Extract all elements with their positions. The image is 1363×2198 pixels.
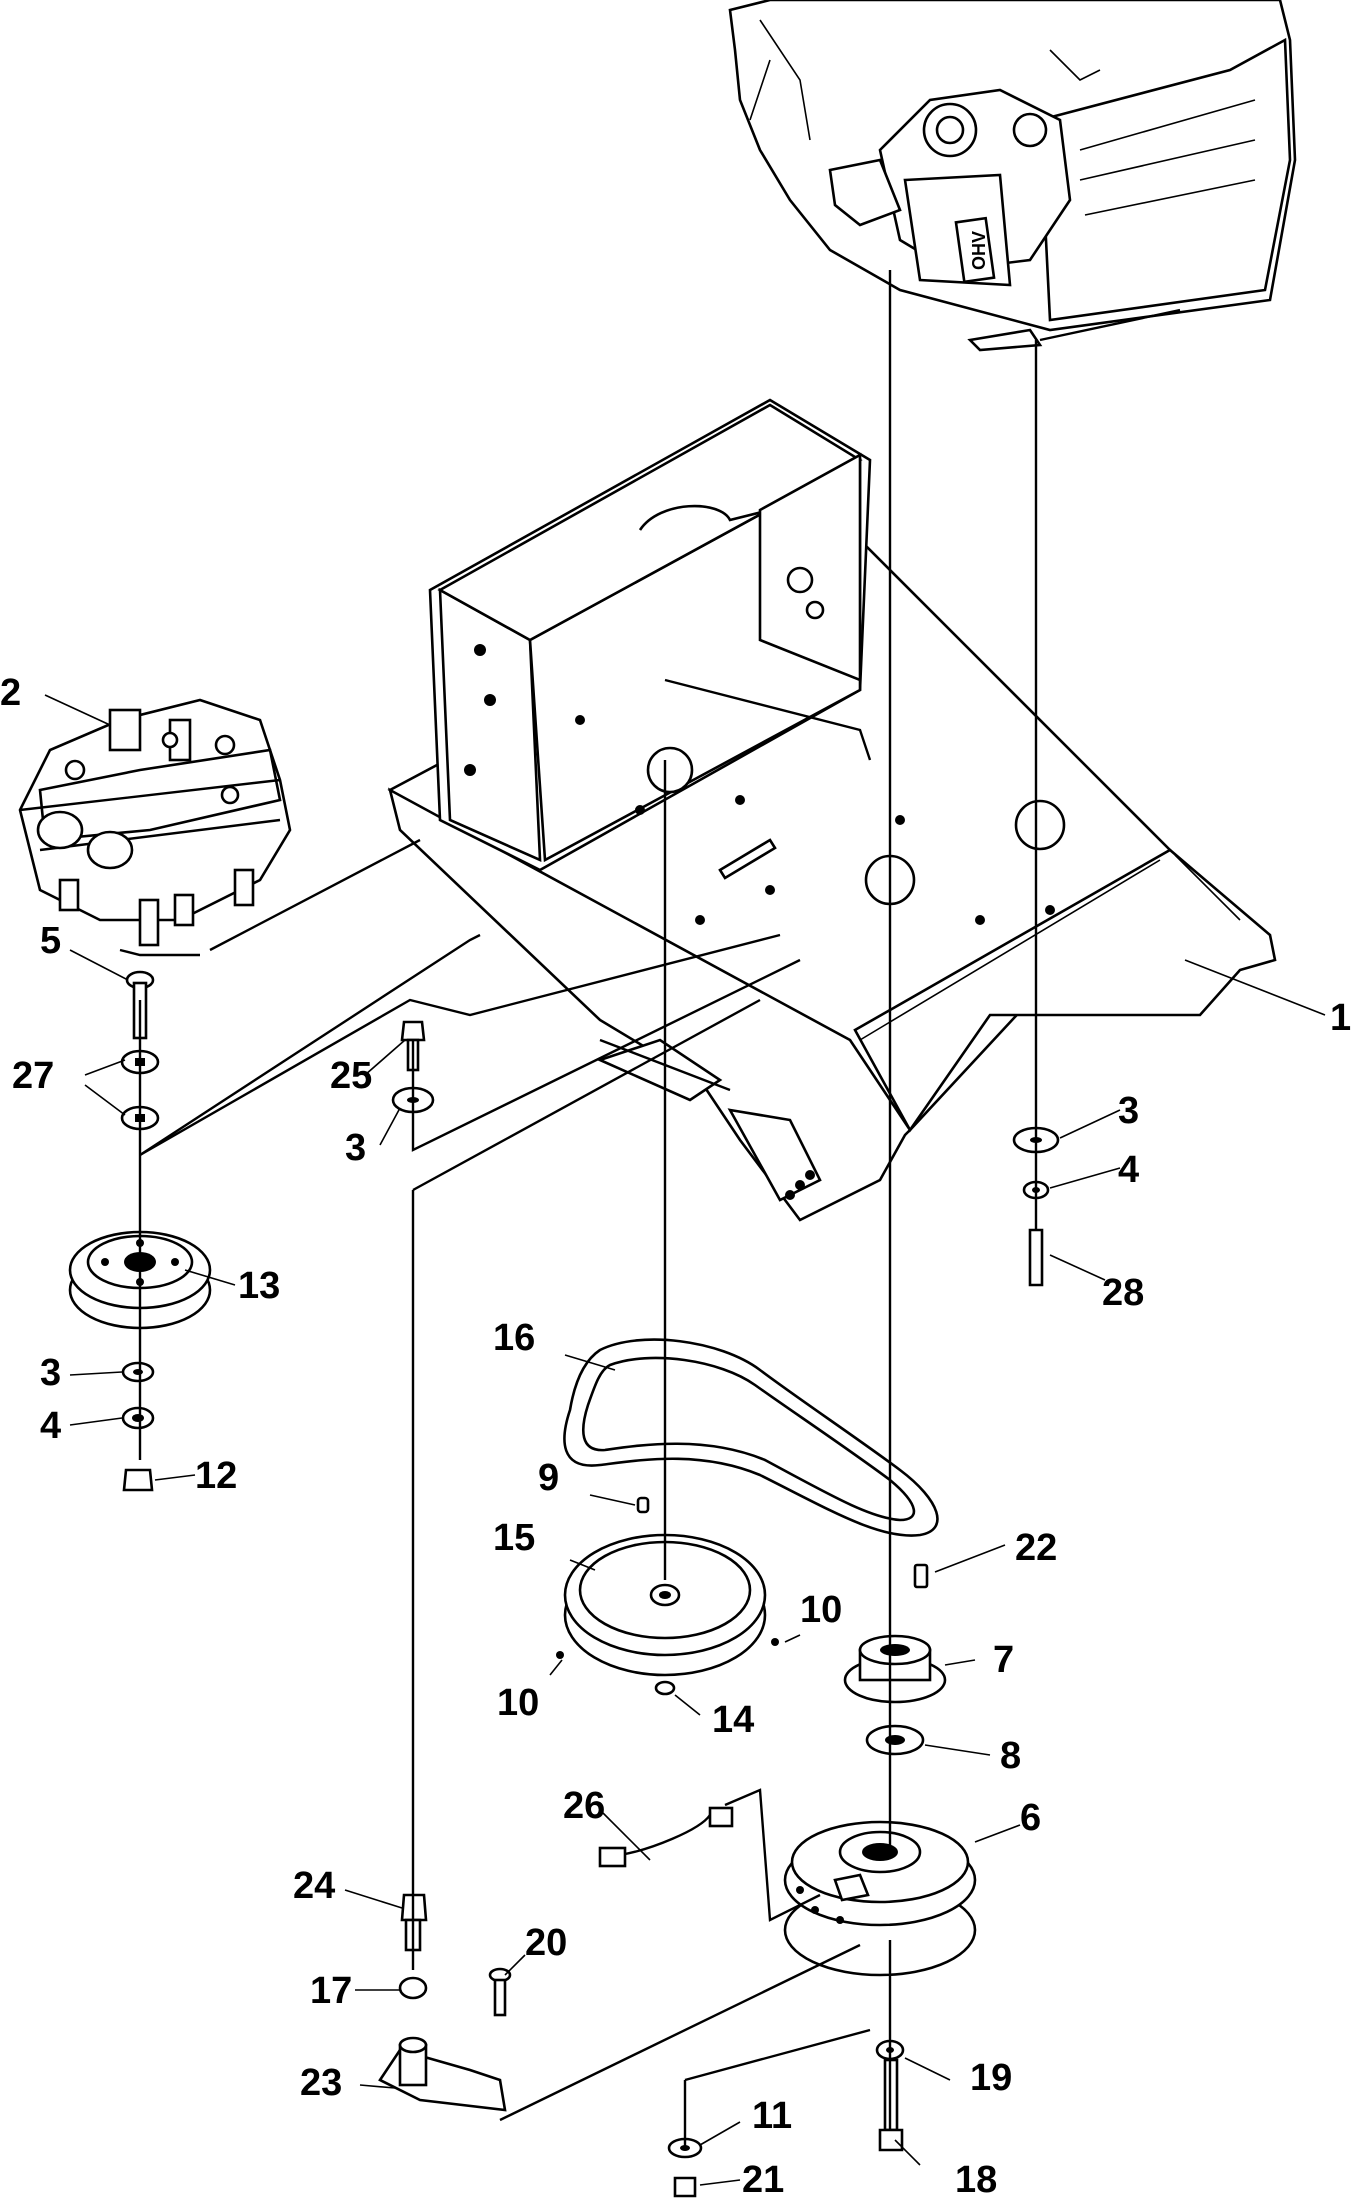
clutch-harness-part	[598, 1806, 734, 1868]
callout-14: 14	[712, 1699, 754, 1741]
callout-leaders	[44, 694, 1326, 2186]
assembly-guide-lines	[119, 270, 1038, 2150]
callout-numbers: 1 2 3 3 3 4 4 5 6 7 8 9 10 10 11 12 13 1…	[0, 672, 1351, 2198]
clutch-anchor-bracket-part	[378, 1893, 512, 2112]
blade-pulley-part	[556, 1533, 779, 1677]
callout-10-left: 10	[497, 1682, 539, 1724]
left-hardware-stack-part	[121, 1361, 155, 1492]
gearbox-part	[18, 698, 292, 947]
callout-12: 12	[195, 1455, 237, 1497]
callout-8: 8	[1000, 1735, 1021, 1777]
engine-part: OHV	[728, 0, 1297, 352]
callout-26: 26	[563, 1785, 605, 1827]
clutch-key-part	[913, 1563, 929, 1589]
engine-badge-text: OHV	[969, 231, 989, 270]
callout-6: 6	[1020, 1797, 1041, 1839]
callout-10-right: 10	[800, 1589, 842, 1631]
chassis-frame-part	[387, 398, 1277, 1222]
callout-3-center: 3	[345, 1127, 366, 1169]
callout-18: 18	[955, 2159, 997, 2198]
callout-4-right: 4	[1118, 1149, 1139, 1191]
callout-23: 23	[300, 2062, 342, 2104]
engine-badge: OHV	[954, 216, 996, 284]
callout-19: 19	[970, 2057, 1012, 2099]
drive-belt-part	[563, 1338, 939, 1537]
callout-4-left: 4	[40, 1405, 61, 1447]
callout-16: 16	[493, 1317, 535, 1359]
callout-28: 28	[1102, 1272, 1144, 1314]
callout-9: 9	[538, 1457, 559, 1499]
woodruff-key-part	[636, 1496, 650, 1514]
callout-13: 13	[238, 1265, 280, 1307]
callout-3-left: 3	[40, 1352, 61, 1394]
pulley-washer-part	[654, 1680, 676, 1696]
callout-15: 15	[493, 1517, 535, 1559]
callout-21: 21	[742, 2159, 784, 2198]
electric-clutch-part	[783, 1820, 977, 1977]
callout-20: 20	[525, 1922, 567, 1964]
callout-3-right: 3	[1118, 1090, 1139, 1132]
callout-17: 17	[310, 1970, 352, 2012]
callout-1: 1	[1330, 997, 1351, 1039]
callout-7: 7	[993, 1639, 1014, 1681]
callout-11: 11	[752, 2095, 792, 2137]
callout-2: 2	[0, 672, 21, 714]
clutch-hub-part	[843, 1634, 947, 1704]
callout-25: 25	[330, 1055, 372, 1097]
callout-27: 27	[12, 1055, 54, 1097]
clutch-spacer-part	[865, 1724, 925, 1756]
callout-5: 5	[40, 920, 61, 962]
callout-22: 22	[1015, 1527, 1057, 1569]
callout-24: 24	[293, 1865, 335, 1907]
